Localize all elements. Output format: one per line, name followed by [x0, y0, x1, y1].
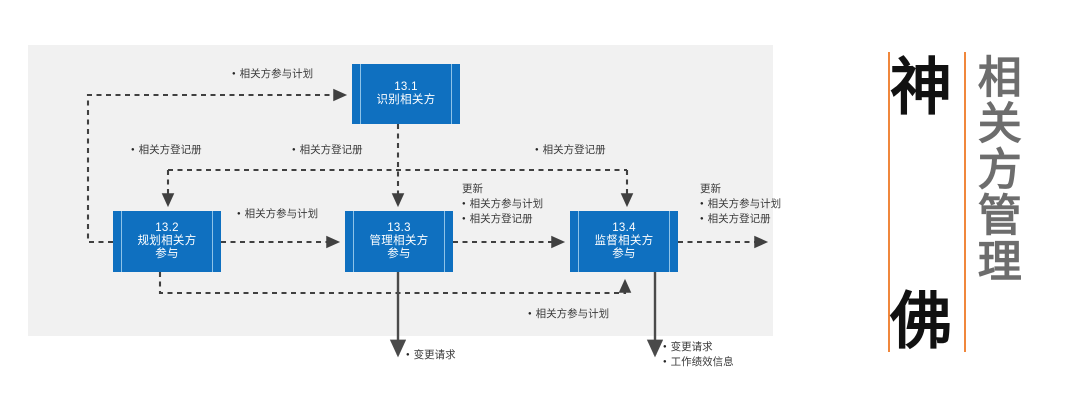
box-rail-right [212, 211, 213, 272]
label-change-request-133: 变更请求 [406, 348, 456, 363]
stakeholder-data-flow-diagram: 13.1 识别相关方 13.2 规划相关方 参与 13.3 管理相关方 参与 [0, 0, 860, 413]
process-name-line-2: 参与 [155, 247, 179, 260]
process-number: 13.3 [387, 222, 411, 235]
box-rail-left [121, 211, 122, 272]
process-box-13-3[interactable]: 13.3 管理相关方 参与 [345, 211, 453, 272]
label-register-middle: 相关方登记册 [292, 143, 363, 158]
box-rail-right [444, 211, 445, 272]
label-update-right: 更新 相关方参与计划 相关方登记册 [700, 182, 781, 227]
process-box-13-2[interactable]: 13.2 规划相关方 参与 [113, 211, 221, 272]
box-rail-right [669, 211, 670, 272]
update-title: 更新 [700, 183, 721, 195]
process-number: 13.4 [612, 222, 636, 235]
label-work-performance-info: 工作绩效信息 [663, 355, 734, 370]
process-name-line-1: 监督相关方 [594, 235, 654, 248]
label-top-plan: 相关方参与计划 [232, 67, 314, 82]
process-name-line-1: 识别相关方 [376, 94, 436, 106]
label-register-left: 相关方登记册 [131, 143, 202, 158]
brand-vertical-text: 神 佛 [879, 54, 960, 350]
label-register-right: 相关方登记册 [535, 143, 606, 158]
poster-panel: 神 佛 相关方管理 [866, 0, 1080, 413]
label-plan-132-to-133: 相关方参与计划 [237, 207, 319, 222]
box-rail-left [360, 64, 361, 124]
process-number: 13.2 [155, 222, 179, 235]
update-item: 相关方参与计划 [462, 197, 544, 212]
label-bottom-plan: 相关方参与计划 [528, 307, 610, 322]
accent-line-left [888, 52, 890, 352]
update-item: 相关方登记册 [700, 212, 781, 227]
brand-char-1: 神 [879, 54, 952, 116]
box-rail-left [578, 211, 579, 272]
label-change-request-134: 变更请求 [663, 340, 734, 355]
update-title: 更新 [462, 183, 483, 195]
label-update-middle: 更新 相关方参与计划 相关方登记册 [462, 182, 543, 227]
box-rail-left [353, 211, 354, 272]
label-outputs-134: 变更请求 工作绩效信息 [663, 340, 734, 370]
process-name-line-1: 规划相关方 [137, 235, 197, 248]
update-item: 相关方参与计划 [700, 197, 782, 212]
process-box-13-1[interactable]: 13.1 识别相关方 [352, 64, 460, 124]
process-name-line-1: 管理相关方 [369, 235, 429, 248]
update-item: 相关方登记册 [462, 212, 543, 227]
process-name-line-2: 参与 [612, 247, 636, 260]
accent-line-right [964, 52, 966, 352]
process-box-13-4[interactable]: 13.4 监督相关方 参与 [570, 211, 678, 272]
box-rail-right [451, 64, 452, 124]
process-number: 13.1 [394, 81, 418, 94]
diagram-connector-layer [86, 88, 769, 358]
poster-vertical-title: 相关方管理 [969, 54, 1021, 284]
brand-char-2: 佛 [879, 288, 952, 350]
process-name-line-2: 参与 [387, 247, 411, 260]
